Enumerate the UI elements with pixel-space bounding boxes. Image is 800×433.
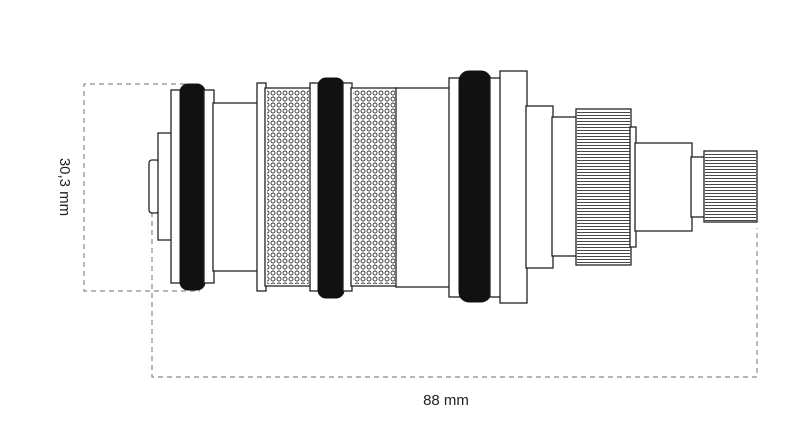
length-dimension-line	[151, 212, 758, 378]
length-dimension: 88 mm	[151, 212, 758, 409]
head-step	[525, 105, 554, 269]
thermostatic-cartridge	[148, 70, 758, 304]
nose-cap	[157, 132, 173, 241]
head-shoulder	[551, 116, 578, 257]
spindle-housing	[634, 142, 693, 232]
o-ring-middle	[317, 77, 345, 299]
diameter-dimension: 30,3 mm	[56, 83, 200, 292]
outlet-flange-left	[448, 77, 461, 298]
spline-shaft-texture	[705, 152, 756, 221]
spindle-collar	[690, 156, 706, 218]
diameter-label: 30,3 mm	[56, 158, 73, 216]
o-ring-left	[179, 83, 206, 291]
main-body	[395, 87, 451, 288]
head-collar	[499, 70, 528, 304]
o-ring-right	[458, 70, 492, 303]
filter-perforation-left	[267, 90, 309, 284]
knurled-nut-texture	[577, 110, 630, 264]
body-neck	[212, 102, 259, 272]
filter-perforation-right	[353, 90, 395, 284]
length-label: 88 mm	[423, 392, 469, 409]
